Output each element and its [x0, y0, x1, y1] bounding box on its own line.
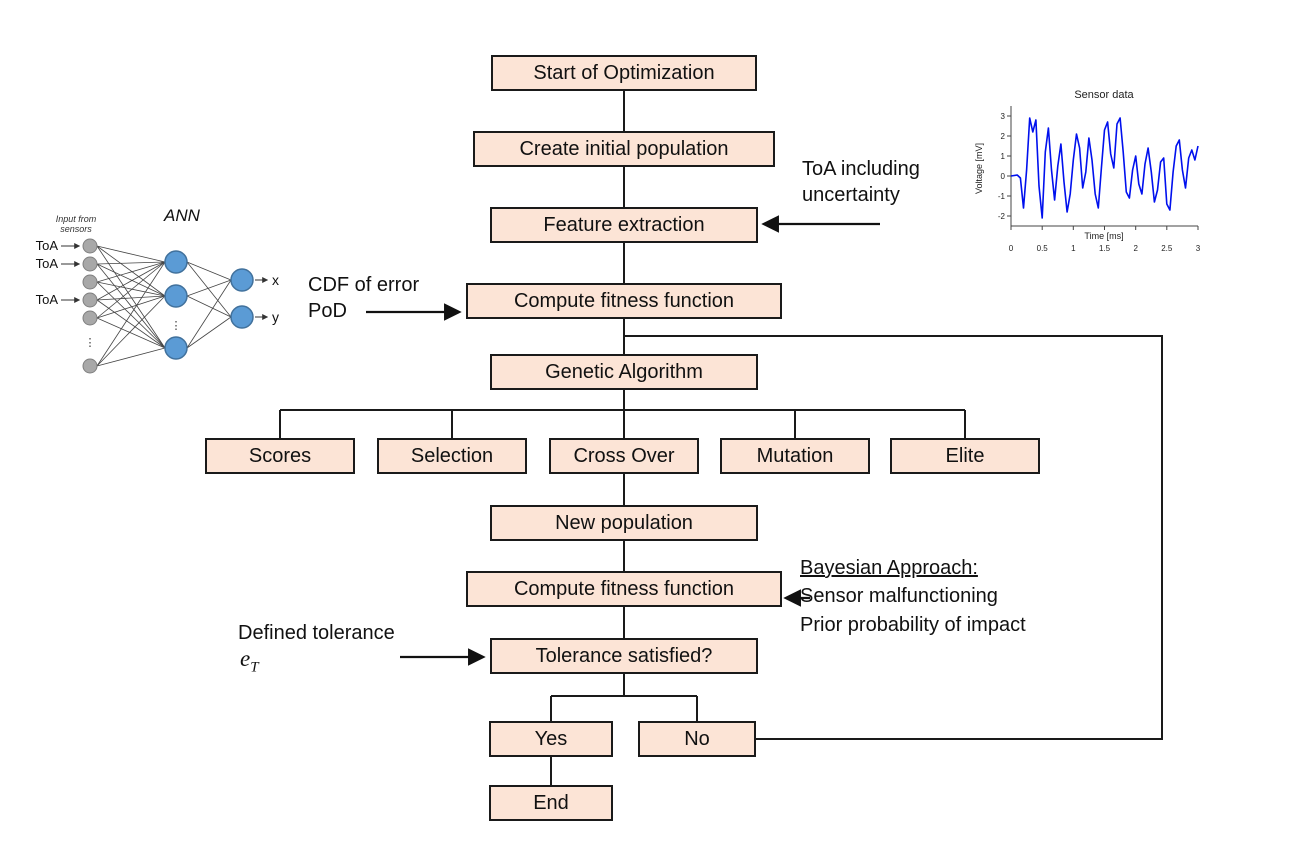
ann-toa-label-1: ToA — [36, 238, 59, 253]
sensor-data-plot: Sensor data Voltage [mV] 3 2 1 0 -1 -2 T… — [974, 89, 1201, 253]
annotation-arrows — [366, 215, 880, 666]
ann-connections — [96, 245, 232, 367]
sensor-plot-axes — [1007, 106, 1199, 230]
sensor-plot-xtick-labels: 0 0.5 1 1.5 2 2.5 3 — [1009, 244, 1201, 253]
ann-title: ANN — [163, 206, 201, 225]
sensor-plot-ylabel: Voltage [mV] — [974, 143, 984, 194]
ann-input-nodes — [82, 238, 98, 374]
ann-output-label-x: x — [272, 272, 279, 288]
ann-output-nodes — [230, 268, 254, 329]
node-compute-fitness-function-1: Compute fitness function — [466, 283, 782, 319]
node-feature-extraction: Feature extraction — [490, 207, 758, 243]
svg-text:1.5: 1.5 — [1099, 244, 1111, 253]
ann-toa-label-2: ToA — [36, 256, 59, 271]
node-cross-over: Cross Over — [549, 438, 699, 474]
flow-connectors — [279, 91, 1163, 785]
feedback-loop-line — [624, 335, 1163, 740]
ann-diagram: ANN Input from sensors ToA ToA ToA x y ⋮… — [36, 206, 279, 374]
svg-text:2: 2 — [1133, 244, 1138, 253]
defined-tolerance-note: Defined tolerance — [238, 620, 395, 646]
node-create-initial-population: Create initial population — [473, 131, 775, 167]
cdf-pod-note: CDF of error PoD — [308, 272, 419, 325]
bayesian-note-title: Bayesian Approach: — [800, 557, 978, 579]
ann-input-label-line2: sensors — [60, 224, 92, 234]
node-scores: Scores — [205, 438, 355, 474]
ann-input-arrows — [61, 243, 81, 303]
node-mutation: Mutation — [720, 438, 870, 474]
sensor-plot-title: Sensor data — [1074, 89, 1134, 101]
toa-note-line2: uncertainty — [802, 184, 900, 207]
node-no: No — [638, 721, 756, 757]
svg-text:-2: -2 — [998, 212, 1006, 221]
cdf-note-line2: PoD — [308, 300, 347, 323]
svg-text:2: 2 — [1001, 132, 1006, 141]
ann-hidden-nodes — [164, 250, 188, 360]
svg-text:2.5: 2.5 — [1161, 244, 1173, 253]
bayesian-note: Bayesian Approach: Sensor malfunctioning… — [800, 554, 1026, 639]
tolerance-symbol-sub: T — [250, 659, 259, 676]
svg-text:0: 0 — [1001, 172, 1006, 181]
ann-input-ellipsis: ⋮ — [85, 337, 96, 349]
node-selection: Selection — [377, 438, 527, 474]
sensor-plot-xlabel: Time [ms] — [1084, 231, 1123, 241]
svg-text:3: 3 — [1001, 112, 1006, 121]
node-compute-fitness-function-2: Compute fitness function — [466, 571, 782, 607]
ann-output-label-y: y — [272, 309, 279, 325]
svg-text:-1: -1 — [998, 192, 1006, 201]
tolerance-symbol: eT — [240, 646, 259, 677]
bayesian-note-line2: Prior probability of impact — [800, 613, 1026, 636]
node-tolerance-satisfied: Tolerance satisfied? — [490, 638, 758, 674]
bayesian-note-line1: Sensor malfunctioning — [800, 585, 998, 608]
tolerance-symbol-e: e — [240, 646, 251, 671]
node-end: End — [489, 785, 613, 821]
ann-input-label-line1: Input from — [56, 214, 97, 224]
svg-text:0.5: 0.5 — [1037, 244, 1049, 253]
ann-output-arrows — [255, 277, 269, 320]
node-start-of-optimization: Start of Optimization — [491, 55, 757, 91]
node-new-population: New population — [490, 505, 758, 541]
svg-text:0: 0 — [1009, 244, 1014, 253]
sensor-waveform — [1010, 117, 1199, 219]
sensor-plot-ytick-labels: 3 2 1 0 -1 -2 — [998, 112, 1006, 221]
ann-toa-label-3: ToA — [36, 292, 59, 307]
svg-text:1: 1 — [1071, 244, 1076, 253]
toa-uncertainty-note: ToA including uncertainty — [802, 156, 920, 209]
svg-text:3: 3 — [1196, 244, 1201, 253]
node-elite: Elite — [890, 438, 1040, 474]
tolerance-note-line1: Defined tolerance — [238, 622, 395, 644]
svg-text:1: 1 — [1001, 152, 1006, 161]
node-genetic-algorithm: Genetic Algorithm — [490, 354, 758, 390]
toa-note-line1: ToA including — [802, 158, 920, 180]
cdf-note-line1: CDF of error — [308, 274, 420, 296]
node-yes: Yes — [489, 721, 613, 757]
ann-hidden-ellipsis: ⋮ — [171, 320, 182, 332]
